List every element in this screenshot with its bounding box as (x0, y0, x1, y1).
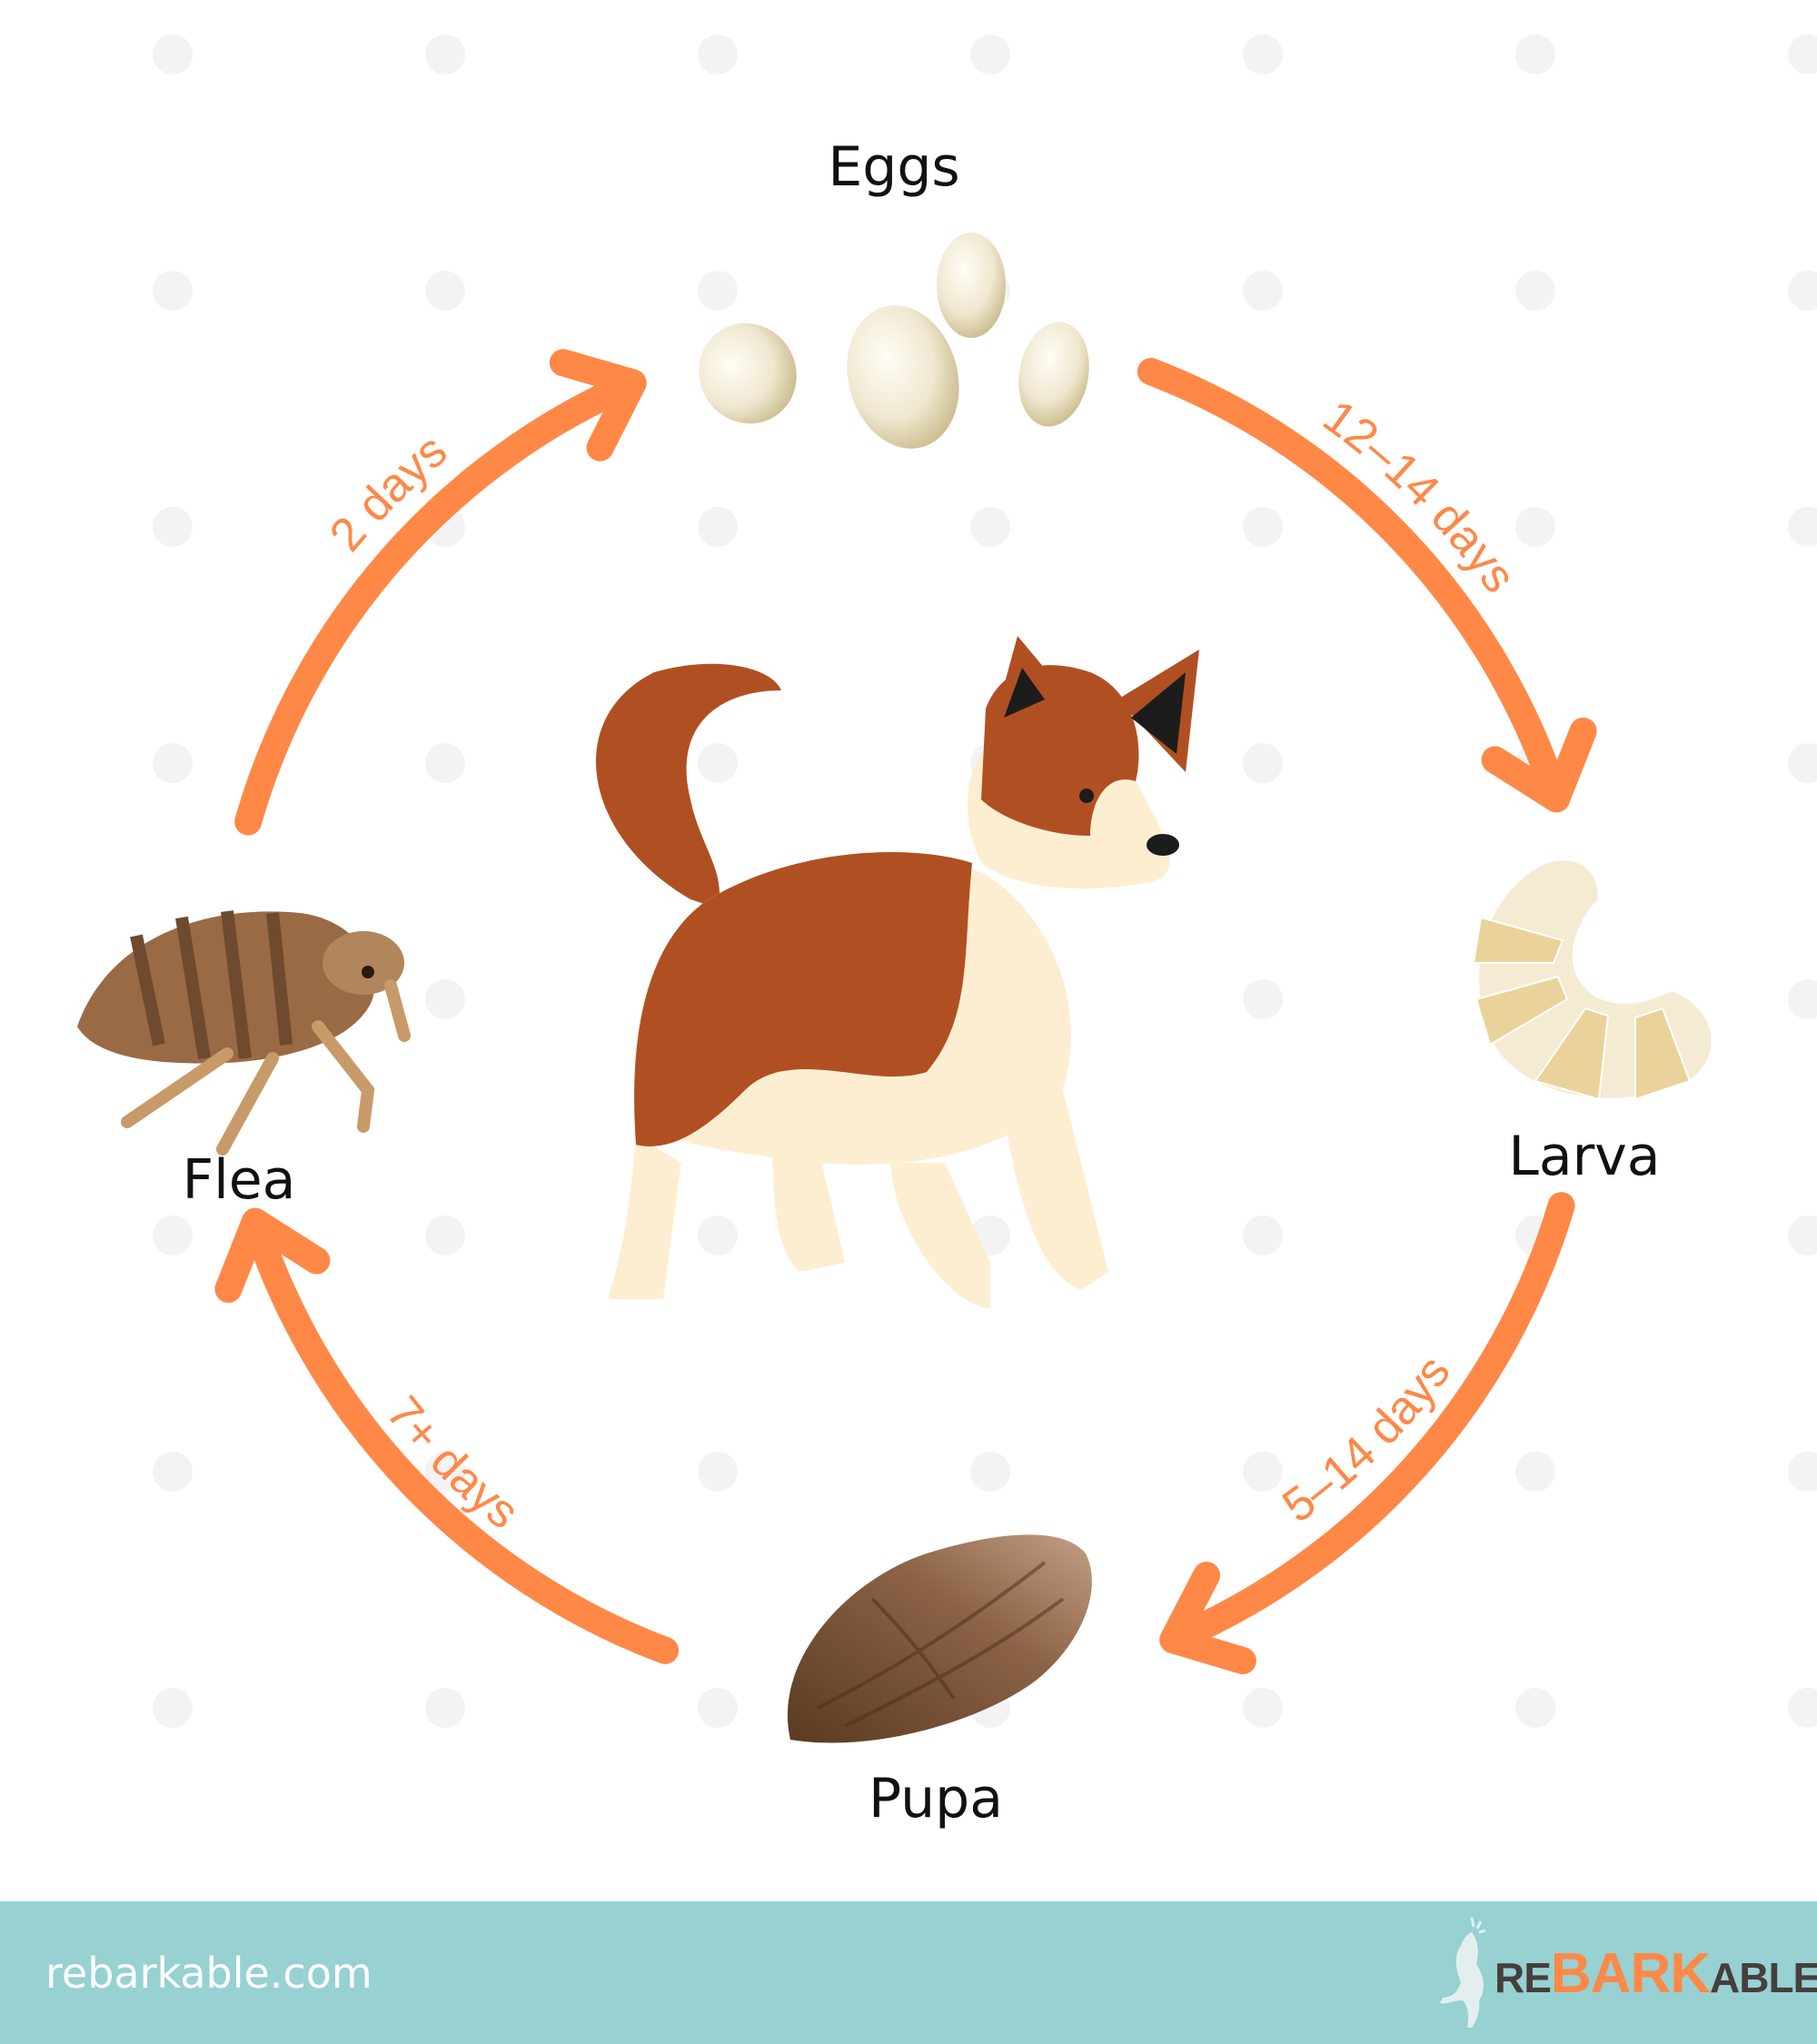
arrow-larva-to-pupa (1159, 1192, 1575, 1674)
arrow-pupa-to-flea (214, 1207, 680, 1664)
paw-print-icon (153, 1452, 193, 1492)
stage-label-pupa: Pupa (868, 1767, 1004, 1831)
paw-print-icon (1515, 1452, 1555, 1492)
paw-print-icon (1515, 271, 1555, 311)
paw-print-icon (1243, 35, 1283, 74)
paw-print-icon (425, 35, 465, 74)
cycle-arrows (214, 349, 1597, 1674)
paw-print-icon (425, 1452, 465, 1492)
paw-print-icon (1243, 271, 1283, 311)
paw-print-icon (1243, 743, 1283, 783)
paw-print-icon (1788, 1688, 1817, 1728)
paw-print-icon (425, 979, 465, 1019)
paw-print-icon (153, 271, 193, 311)
paw-print-icon (153, 35, 193, 74)
paw-print-icon (1515, 35, 1555, 74)
paw-print-icon (698, 1215, 738, 1255)
paw-print-icon (1788, 507, 1817, 547)
paw-print-icon (698, 35, 738, 74)
dog-illustration (595, 636, 1199, 1308)
paw-print-icon (153, 507, 193, 547)
paw-print-icon (1788, 979, 1817, 1019)
rebarkable-logo[interactable]: REBARKABLE (1435, 1914, 1817, 2032)
background-pattern (153, 35, 1817, 1728)
website-link[interactable]: rebarkable.com (45, 1948, 372, 1998)
paw-print-icon (1788, 35, 1817, 74)
paw-print-icon (1515, 1688, 1555, 1728)
logo-wordmark: REBARKABLE (1494, 1942, 1817, 2005)
flea-illustration (77, 910, 411, 1156)
paw-print-icon (1788, 1452, 1817, 1492)
paw-print-icon (1243, 1452, 1283, 1492)
paw-print-icon (698, 743, 738, 783)
paw-print-icon (698, 507, 738, 547)
paw-print-icon (970, 1452, 1010, 1492)
paw-print-icon (970, 35, 1010, 74)
paw-print-icon (698, 1452, 738, 1492)
eggs-illustration (699, 233, 1089, 449)
paw-print-icon (1788, 1215, 1817, 1255)
arrow-flea-to-eggs (234, 349, 647, 836)
life-cycle-diagram: 2 days 12–14 days 5–14 days 7+ days (77, 35, 1817, 1831)
footer-bar: rebarkable.com REBARKABLE (0, 1901, 1817, 2044)
paw-print-icon (1243, 507, 1283, 547)
paw-print-icon (1788, 271, 1817, 311)
stage-label-larva: Larva (1508, 1125, 1661, 1188)
paw-print-icon (698, 1688, 738, 1728)
pupa-illustration (787, 1534, 1092, 1743)
paw-print-icon (1788, 743, 1817, 783)
jumping-dog-icon (1440, 1917, 1486, 2028)
paw-print-icon (1243, 979, 1283, 1019)
paw-print-icon (1243, 1215, 1283, 1255)
paw-print-icon (1243, 1688, 1283, 1728)
paw-print-icon (425, 743, 465, 783)
stage-label-flea: Flea (182, 1148, 296, 1212)
paw-print-icon (698, 271, 738, 311)
paw-print-icon (425, 271, 465, 311)
paw-print-icon (1515, 507, 1555, 547)
paw-print-icon (425, 1215, 465, 1255)
paw-print-icon (153, 1688, 193, 1728)
arrow-eggs-to-larva (1137, 358, 1597, 813)
paw-print-icon (153, 743, 193, 783)
paw-print-icon (153, 1215, 193, 1255)
diagram-art: 2 days 12–14 days 5–14 days 7+ days (77, 35, 1817, 1743)
larva-illustration (1472, 858, 1713, 1101)
paw-print-icon (425, 1688, 465, 1728)
stage-label-eggs: Eggs (828, 135, 960, 199)
paw-print-icon (970, 507, 1010, 547)
